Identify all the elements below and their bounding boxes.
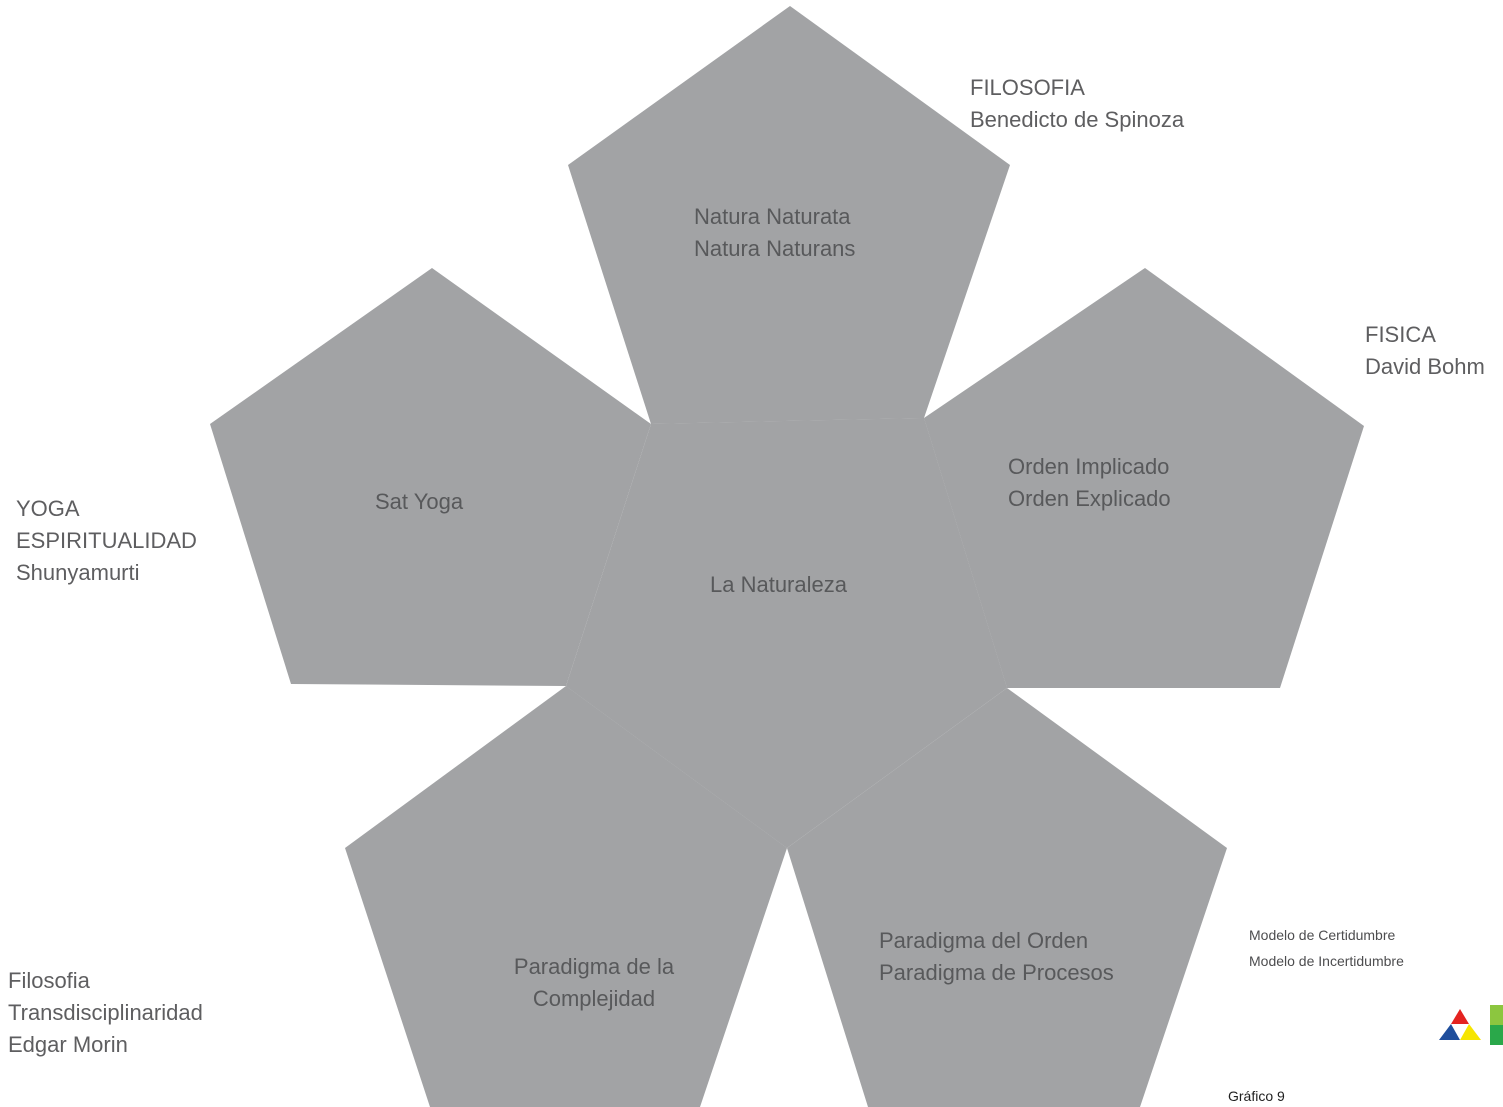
center-label: La Naturaleza xyxy=(710,572,847,597)
outer-label-right: FISICA David Bohm xyxy=(1365,319,1485,383)
petal-right-label: Orden Implicado Orden Explicado xyxy=(1008,451,1171,515)
petal-right xyxy=(924,268,1364,688)
petal-left-label: Sat Yoga xyxy=(375,486,463,518)
petal-bottom-right-label: Paradigma del Orden Paradigma de Proceso… xyxy=(879,925,1114,989)
outer-bottom-left-line-2: Transdisciplinaridad xyxy=(8,1000,203,1025)
petal-bottom-left-line-1: Paradigma de la xyxy=(513,954,675,979)
figure-caption: Gráfico 9 xyxy=(1228,1088,1285,1104)
models-legend: Modelo de Certidumbre Modelo de Incertid… xyxy=(1249,922,1404,974)
outer-left-line-1: YOGA xyxy=(16,496,80,521)
logo-yellow-triangle xyxy=(1460,1024,1481,1040)
petal-bottom-left xyxy=(345,686,787,1107)
petal-top-label: Natura Naturata Natura Naturans xyxy=(694,201,855,265)
outer-label-bottom-left: Filosofia Transdisciplinaridad Edgar Mor… xyxy=(8,965,203,1061)
outer-right-line-1: FISICA xyxy=(1365,322,1436,347)
petal-bottom-right-line-2: Paradigma de Procesos xyxy=(879,960,1114,985)
outer-bottom-left-line-3: Edgar Morin xyxy=(8,1032,128,1057)
logo-red-triangle xyxy=(1451,1009,1469,1024)
petal-bottom-right xyxy=(787,688,1227,1107)
center-fill xyxy=(566,418,1007,848)
triangle-logo-icon xyxy=(1439,1005,1503,1045)
outer-bottom-left-line-1: Filosofia xyxy=(8,968,90,993)
logo-green-dark-bar xyxy=(1490,1025,1503,1045)
model-certidumbre: Modelo de Certidumbre xyxy=(1249,927,1396,943)
outer-top-line-2: Benedicto de Spinoza xyxy=(970,107,1185,132)
petal-top-line-2: Natura Naturans xyxy=(694,236,856,261)
logo-green-light-bar xyxy=(1490,1005,1503,1025)
petal-left-line-1: Sat Yoga xyxy=(375,489,464,514)
petal-right-line-1: Orden Implicado xyxy=(1008,454,1170,479)
outer-right-line-2: David Bohm xyxy=(1365,354,1485,379)
outer-left-line-3: Shunyamurti xyxy=(16,560,140,585)
logo-blue-triangle xyxy=(1439,1024,1460,1040)
petal-left xyxy=(210,268,651,686)
outer-label-left: YOGA ESPIRITUALIDAD Shunyamurti xyxy=(16,493,197,589)
petal-right-line-2: Orden Explicado xyxy=(1008,486,1171,511)
outer-label-top: FILOSOFIA Benedicto de Spinoza xyxy=(970,72,1184,136)
flower-shape xyxy=(210,6,1364,1107)
outer-left-line-2: ESPIRITUALIDAD xyxy=(16,528,197,553)
petal-top xyxy=(568,6,1010,424)
model-incertidumbre: Modelo de Incertidumbre xyxy=(1249,953,1404,969)
petal-bottom-left-line-2: Complejidad xyxy=(532,986,656,1011)
petal-bottom-left-label: Paradigma de la Complejidad xyxy=(480,951,708,1015)
outer-top-line-1: FILOSOFIA xyxy=(970,75,1085,100)
petal-top-line-1: Natura Naturata xyxy=(694,204,851,229)
petal-bottom-right-line-1: Paradigma del Orden xyxy=(879,928,1089,953)
